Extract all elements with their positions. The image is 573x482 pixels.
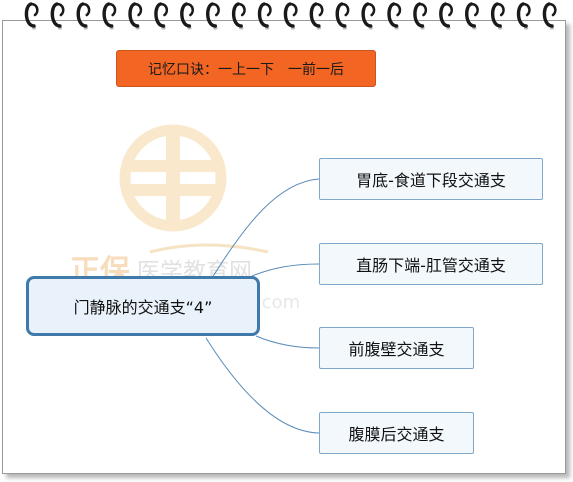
binding-ring-icon	[439, 2, 454, 30]
branch-topic-label: 腹膜后交通支	[348, 425, 445, 444]
branch-topic: 前腹壁交通支	[319, 327, 474, 369]
branch-topic-label: 胃底-食道下段交通支	[356, 171, 506, 190]
binding-ring-icon	[206, 2, 220, 30]
binding-ring-icon	[516, 2, 531, 30]
binding-ring-icon	[128, 2, 143, 30]
connector-1	[211, 178, 320, 279]
mnemonic-text: 记忆口诀：一上一下 一前一后	[148, 61, 344, 78]
watermark-logo-icon	[119, 124, 227, 232]
branch-topic-label: 前腹壁交通支	[348, 340, 445, 359]
binding-ring-icon	[232, 2, 246, 30]
connector-3	[255, 335, 320, 349]
binding-ring-icon	[102, 2, 117, 30]
binding-ring-icon	[361, 2, 376, 30]
connector-2	[251, 263, 320, 277]
binding-ring-icon	[465, 2, 479, 30]
binding-ring-icon	[154, 2, 169, 30]
binding-ring-icon	[309, 2, 324, 30]
binding-ring-icon	[283, 2, 298, 30]
binding-ring-icon	[76, 2, 91, 30]
branch-topic: 胃底-食道下段交通支	[319, 158, 543, 200]
branch-topic-label: 直肠下端-肛管交通支	[356, 256, 506, 275]
root-topic-label: 门静脉的交通支“4”	[73, 298, 213, 317]
binding-ring-icon	[387, 2, 402, 30]
spiral-binding	[24, 2, 557, 30]
branch-topic: 腹膜后交通支	[319, 412, 474, 454]
connector-4	[205, 337, 320, 434]
binding-ring-icon	[257, 2, 272, 30]
binding-ring-icon	[335, 2, 350, 30]
binding-ring-icon	[542, 2, 557, 30]
binding-ring-icon	[413, 2, 428, 30]
binding-ring-icon	[490, 2, 505, 30]
root-topic: 门静脉的交通支“4”	[26, 276, 260, 336]
watermark-swoosh	[149, 243, 269, 254]
branch-topic: 直肠下端-肛管交通支	[319, 243, 543, 285]
binding-ring-icon	[24, 2, 39, 30]
binding-ring-icon	[180, 2, 195, 30]
mnemonic-banner: 记忆口诀：一上一下 一前一后	[116, 50, 376, 87]
binding-ring-icon	[50, 2, 65, 30]
